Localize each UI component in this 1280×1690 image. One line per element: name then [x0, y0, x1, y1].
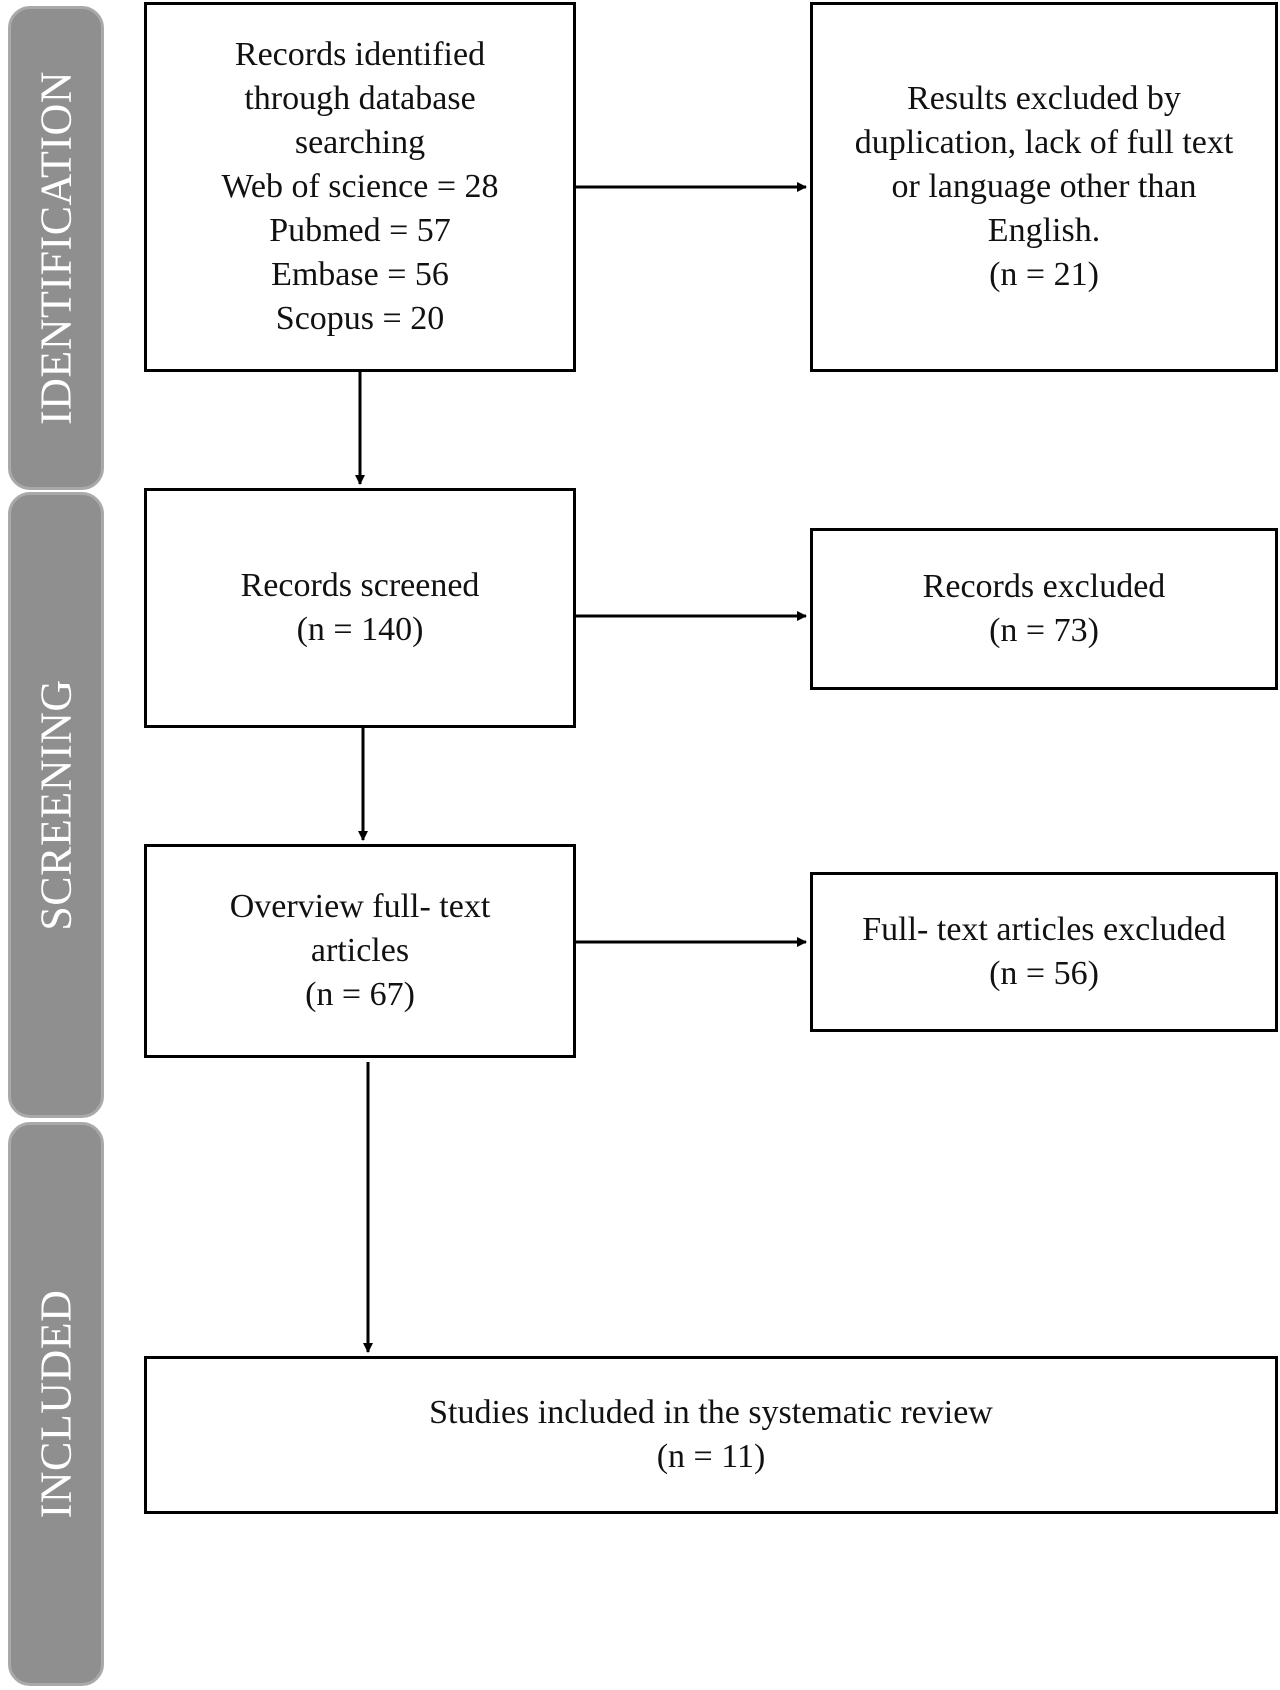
box-records-screened-line: Records screened: [240, 567, 480, 604]
box-studies-included-line: (n = 11): [656, 1438, 766, 1475]
box-fulltext-overview-line: (n = 67): [305, 976, 415, 1013]
phase-screening: SCREENING: [8, 492, 104, 1118]
box-results-excluded-line: (n = 21): [989, 256, 1099, 293]
box-fulltext-overview-line: Overview full- text: [229, 888, 491, 925]
box-fulltext-excluded: Full- text articles excluded (n = 56): [810, 872, 1278, 1032]
box-fulltext-excluded-line: (n = 56): [989, 955, 1099, 992]
box-records-identified-line: searching: [294, 124, 426, 161]
box-records-excluded: Records excluded (n = 73): [810, 528, 1278, 690]
box-results-excluded-line: Results excluded by: [907, 80, 1181, 117]
box-records-identified-line: Web of science = 28: [221, 168, 499, 205]
box-studies-included-line: Studies included in the systematic revie…: [429, 1394, 993, 1431]
box-results-excluded-line: or language other than: [891, 168, 1197, 205]
box-records-identified-line: Pubmed = 57: [269, 212, 451, 249]
box-records-excluded-line: (n = 73): [989, 612, 1099, 649]
box-fulltext-overview: Overview full- text articles (n = 67): [144, 844, 576, 1058]
box-results-excluded: Results excluded by duplication, lack of…: [810, 2, 1278, 372]
box-records-screened: Records screened (n = 140): [144, 488, 576, 728]
box-records-identified-line: Records identified: [234, 36, 486, 73]
box-fulltext-overview-line: articles: [310, 932, 410, 969]
box-fulltext-excluded-line: Full- text articles excluded: [862, 911, 1226, 948]
phase-included: INCLUDED: [8, 1122, 104, 1686]
box-results-excluded-line: duplication, lack of full text: [854, 124, 1234, 161]
box-records-identified: Records identified through database sear…: [144, 2, 576, 372]
box-records-screened-line: (n = 140): [296, 611, 424, 648]
box-records-identified-line: Embase = 56: [271, 256, 449, 293]
box-records-identified-line: Scopus = 20: [275, 300, 445, 337]
box-studies-included: Studies included in the systematic revie…: [144, 1356, 1278, 1514]
box-records-identified-line: through database: [244, 80, 476, 117]
box-results-excluded-line: English.: [987, 212, 1101, 249]
phase-identification: IDENTIFICATION: [8, 6, 104, 490]
box-records-excluded-line: Records excluded: [922, 568, 1166, 605]
